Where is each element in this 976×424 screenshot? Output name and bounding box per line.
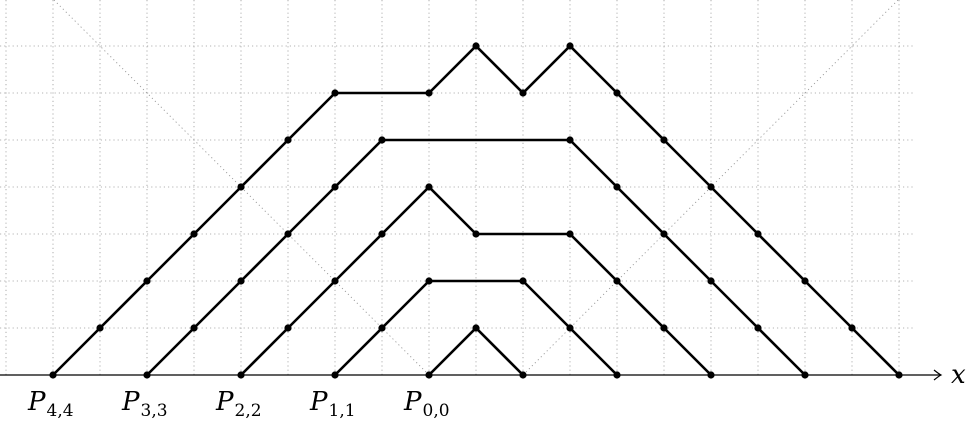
path-4-vertex [660,136,668,144]
path-4-vertex [143,277,151,285]
path-3-vertex [566,136,574,144]
point-label-subscript: 0,0 [423,401,450,421]
path-1-vertex [331,371,339,379]
point-label-subscript: 4,4 [47,401,74,421]
path-4-vertex [284,136,292,144]
path-4-vertex [566,42,574,50]
path-2-vertex [331,277,339,285]
path-0-line [427,326,525,377]
path-4-vertex [801,277,809,285]
path-3-vertex [754,324,762,332]
path-3-vertex [143,371,151,379]
path-1-vertex [566,324,574,332]
path-1-vertex [378,324,386,332]
path-3-vertex [237,277,245,285]
point-label-3-3: P3,3 [121,387,168,421]
path-2-vertex [566,230,574,238]
path-2-vertex [660,324,668,332]
path-4-vertex [190,230,198,238]
path-3-vertex [190,324,198,332]
x-axis-arrowhead [933,369,943,381]
path-1-vertex [613,371,621,379]
x-axis-label: x [951,360,966,390]
path-4-vertex [237,183,245,191]
x-axis: x [0,360,966,390]
point-labels: P4,4 P3,3 P2,2 P1,1 P0,0 [27,387,450,421]
path-0-vertex [472,324,480,332]
path-3-line [145,138,807,377]
path-4-vertex [96,324,104,332]
point-label-1-1: P1,1 [309,387,356,421]
path-4-vertex [754,230,762,238]
dotted-grid [0,0,913,375]
path-2-vertex [237,371,245,379]
path-4-vertex [707,183,715,191]
path-2-vertex [284,324,292,332]
path-4-vertex [425,89,433,97]
path-2-vertex [378,230,386,238]
point-label-4-4: P4,4 [27,387,74,421]
point-label-subscript: 2,2 [235,401,262,421]
path-4-vertex [848,324,856,332]
path-3-vertex [801,371,809,379]
path-4-vertex [49,371,57,379]
point-label-0-0: P0,0 [403,387,450,421]
path-4-vertex [472,42,480,50]
dotted-diagonals [53,0,899,376]
path-4-line [51,44,901,377]
path-3-vertex [378,136,386,144]
path-4-vertex [331,89,339,97]
point-label-subscript: 3,3 [141,401,168,421]
path-1-vertex [425,277,433,285]
path-4-vertex [895,371,903,379]
path-4-vertex [613,89,621,97]
path-2-vertex [707,371,715,379]
path-3-vertex [707,277,715,285]
path-2-vertex [472,230,480,238]
path-2-vertex [613,277,621,285]
path-0-vertex [519,371,527,379]
lattice-paths [49,42,903,379]
path-2-line [239,185,713,377]
point-label-2-2: P2,2 [215,387,262,421]
diagonal-right [522,0,899,376]
path-3-vertex [613,183,621,191]
path-0-vertex [425,371,433,379]
path-3-vertex [331,183,339,191]
path-4-vertex [519,89,527,97]
diagonal-left [53,0,430,376]
path-3-vertex [284,230,292,238]
path-1-line [333,279,619,377]
path-3-vertex [660,230,668,238]
point-label-subscript: 1,1 [329,401,356,421]
path-1-vertex [519,277,527,285]
path-2-vertex [425,183,433,191]
